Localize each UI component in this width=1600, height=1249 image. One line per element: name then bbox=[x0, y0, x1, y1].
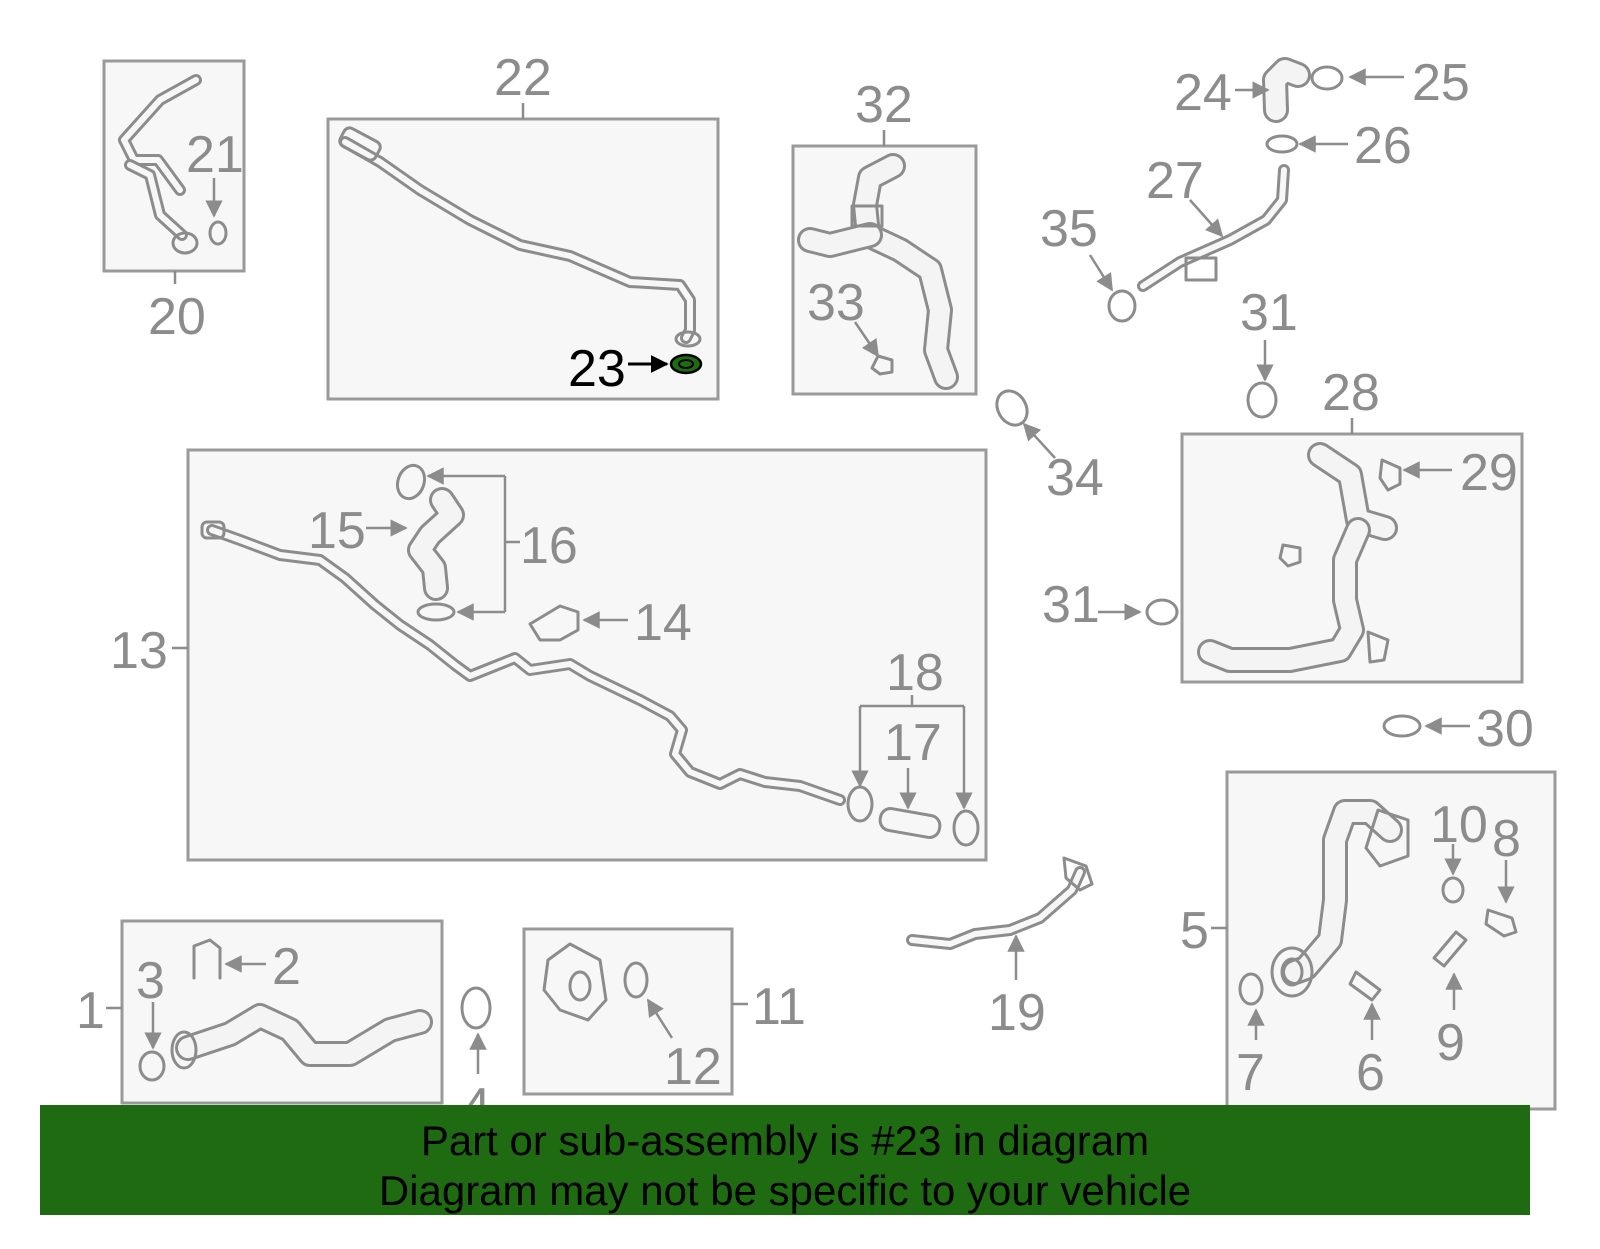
banner-line-disclaimer: Diagram may not be specific to your vehi… bbox=[378, 1167, 1192, 1214]
hose-end-20 bbox=[171, 231, 199, 255]
clip-2 bbox=[192, 938, 222, 980]
clamp-31-top bbox=[1246, 381, 1278, 419]
clip-9 bbox=[1432, 930, 1468, 968]
clip-6 bbox=[1348, 970, 1382, 1002]
group-34: 34 bbox=[995, 389, 1104, 507]
callout-12: 12 bbox=[664, 1038, 722, 1096]
callout-17: 17 bbox=[884, 714, 942, 772]
callout-34: 34 bbox=[1046, 449, 1104, 507]
box-1 bbox=[120, 919, 444, 1105]
callout-27: 27 bbox=[1146, 152, 1204, 210]
flange-11 bbox=[542, 942, 608, 1022]
callout-32: 32 bbox=[855, 76, 913, 134]
clamp-25 bbox=[1310, 65, 1344, 91]
group-32: 32 33 bbox=[791, 76, 978, 396]
callout-8: 8 bbox=[1492, 810, 1521, 868]
callout-3: 3 bbox=[136, 952, 165, 1010]
callout-1: 1 bbox=[76, 982, 105, 1040]
callout-6: 6 bbox=[1356, 1044, 1385, 1102]
clamp-35 bbox=[1107, 289, 1137, 323]
oring-7 bbox=[1238, 972, 1264, 1006]
clamp-16-bottom bbox=[416, 602, 456, 622]
callout-21: 21 bbox=[186, 126, 244, 184]
group-1: 1 2 3 bbox=[76, 919, 444, 1105]
callout-29: 29 bbox=[1460, 444, 1518, 502]
clamp-18-left bbox=[846, 785, 874, 823]
seal-23-highlighted bbox=[669, 353, 703, 375]
callout-18: 18 bbox=[886, 644, 944, 702]
callout-24: 24 bbox=[1174, 64, 1232, 122]
group-20: 21 20 bbox=[102, 59, 246, 346]
clamp-26 bbox=[1265, 134, 1299, 154]
clamp-31-side bbox=[1145, 598, 1179, 626]
callout-22: 22 bbox=[494, 49, 552, 107]
oring-10 bbox=[1441, 876, 1465, 904]
callout-25: 25 bbox=[1412, 54, 1470, 112]
callout-15: 15 bbox=[308, 502, 366, 560]
callout-14: 14 bbox=[634, 594, 692, 652]
sensor-8 bbox=[1484, 908, 1518, 938]
callout-31-side: 31 bbox=[1042, 576, 1100, 634]
group-28: 31 28 29 31 bbox=[1042, 284, 1524, 684]
group-13: 13 16 15 14 18 17 bbox=[110, 448, 988, 862]
clamp-16-top bbox=[395, 463, 427, 501]
oring-21 bbox=[208, 220, 228, 246]
group-19: 19 bbox=[906, 856, 1094, 1042]
callout-28: 28 bbox=[1322, 364, 1380, 422]
callout-7: 7 bbox=[1236, 1044, 1265, 1102]
callout-33: 33 bbox=[807, 274, 865, 332]
callout-30: 30 bbox=[1476, 700, 1534, 758]
clamp-4 bbox=[460, 986, 492, 1030]
callout-16: 16 bbox=[520, 517, 578, 575]
callout-10: 10 bbox=[1430, 796, 1488, 854]
group-11: 11 12 bbox=[522, 927, 806, 1096]
callout-2: 2 bbox=[272, 938, 301, 996]
oring-3 bbox=[138, 1050, 166, 1082]
callout-26: 26 bbox=[1354, 117, 1412, 175]
box-11 bbox=[522, 927, 734, 1096]
bracket-14 bbox=[528, 604, 580, 642]
clamp-18-right bbox=[952, 809, 980, 847]
banner-line-part: Part or sub-assembly is #23 in diagram bbox=[420, 1117, 1150, 1164]
clamp-30 bbox=[1382, 714, 1422, 738]
callout-23: 23 bbox=[568, 340, 626, 398]
callout-35: 35 bbox=[1040, 200, 1098, 258]
callout-19: 19 bbox=[988, 984, 1046, 1042]
callout-31-top: 31 bbox=[1240, 284, 1298, 342]
group-5: 5 7 6 9 10 8 bbox=[1180, 770, 1557, 1111]
group-24-27: 24 25 26 27 35 bbox=[1040, 54, 1470, 323]
group-22: 22 23 bbox=[326, 49, 720, 401]
info-banner: Part or sub-assembly is #23 in diagram D… bbox=[40, 1105, 1530, 1215]
callout-5: 5 bbox=[1180, 902, 1209, 960]
hose-17 bbox=[878, 807, 942, 839]
callout-9: 9 bbox=[1436, 1014, 1465, 1072]
gasket-12 bbox=[623, 961, 649, 999]
callout-13: 13 bbox=[110, 622, 168, 680]
group-30: 30 bbox=[1382, 700, 1534, 758]
callout-20: 20 bbox=[148, 288, 206, 346]
clamp-34 bbox=[995, 389, 1029, 427]
box-32 bbox=[791, 144, 978, 396]
callout-11: 11 bbox=[752, 978, 806, 1036]
